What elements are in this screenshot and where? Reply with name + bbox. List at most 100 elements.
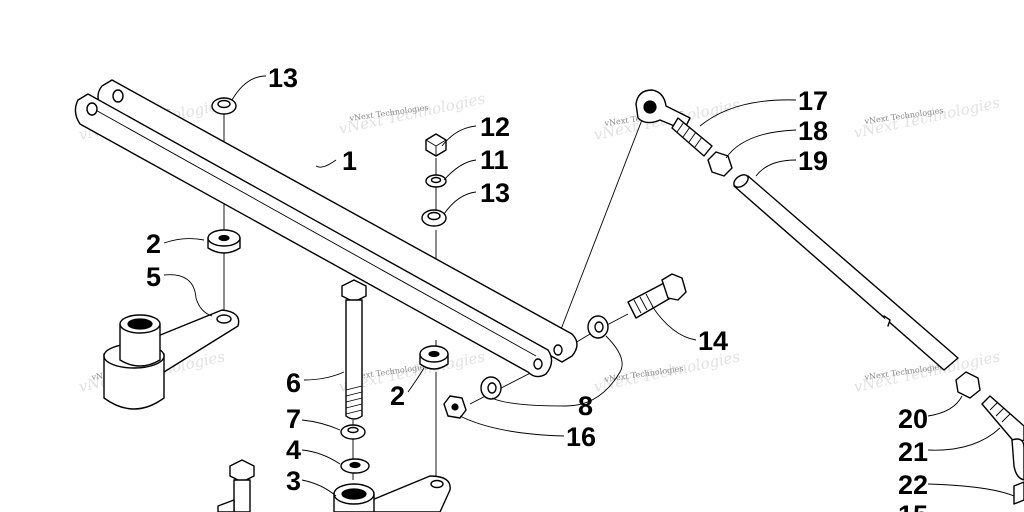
washer-inner [217,99,231,109]
pivot-arm [103,309,240,410]
tube-19 [733,174,959,371]
leader-2a [163,238,205,244]
part-edge [217,499,235,512]
bolt-head [229,459,255,483]
nut-12 [425,133,447,157]
arm-boss [119,323,161,367]
thread [694,136,703,148]
short-bolt [217,459,255,512]
bolt-head [661,273,687,301]
bolt-14 [627,273,687,319]
leader-8 [491,335,623,407]
spacer-2-left [207,229,241,254]
long-bar [74,79,578,378]
thread [633,299,642,314]
thread [345,403,363,409]
bar-hole [86,102,98,116]
callout-7: 7 [286,404,301,434]
callout-16: 16 [566,422,596,452]
rod-end-21 [981,395,1024,505]
bar-hole [533,358,543,370]
leader-2b [407,367,425,393]
thread [989,401,999,411]
arm-hole [216,314,232,324]
callout-3: 3 [286,466,301,496]
bar-back [97,79,578,363]
leader-4 [301,449,341,465]
leader-20 [927,395,963,417]
callout-21: 21 [898,437,928,467]
washer-7 [340,424,366,440]
callout-6: 6 [286,368,301,398]
leader-22 [927,483,1015,497]
washer-inner [427,211,441,221]
spacer-2-center [419,345,449,370]
thread [676,121,685,133]
leader-19 [755,159,797,177]
leader-7 [301,419,341,431]
callout-15: 15 [898,500,928,512]
thread [995,407,1005,417]
nut-body [955,371,981,399]
axis-line [606,313,629,326]
thread [639,296,648,311]
nut-hole [451,403,459,411]
callout-13: 13 [480,178,510,208]
washer-inner [594,321,604,333]
rod-end-17 [635,89,713,157]
nut-20 [955,371,981,399]
rod-end-eye [1011,438,1024,481]
callout-11: 11 [480,145,509,175]
callouts: 13 1 2 5 12 11 13 6 2 7 4 3 8 16 14 17 1… [146,63,928,512]
washer-8-back [587,315,609,339]
bar-hole [553,344,563,356]
bar-front [74,93,553,378]
tube-end [733,174,749,188]
washer-13 [211,97,237,115]
leader-13b [443,191,477,215]
nut-body [425,133,447,157]
thread [682,126,691,138]
callout-20: 20 [898,404,928,434]
leader-1 [315,159,337,168]
callout-5: 5 [146,262,161,292]
callout-4: 4 [286,435,301,465]
leader-14 [651,305,697,341]
leader-21 [927,427,1001,451]
callout-13: 13 [268,63,298,93]
bar-edge [91,107,537,357]
thread [345,409,363,415]
thread [345,391,363,397]
callout-22: 22 [898,470,928,500]
callout-8: 8 [578,391,593,421]
leader-13a [231,75,267,101]
thread [345,397,363,403]
washer-4 [340,458,370,474]
bolt-shank [233,479,251,512]
washer-inner [349,461,361,469]
callout-2: 2 [390,381,405,411]
nut-body [707,151,733,177]
long-bolt [341,279,367,420]
callout-2: 2 [146,229,161,259]
rod-end-body [1013,481,1024,505]
thread [345,385,363,391]
thread [1001,413,1011,423]
arm-plate [147,309,240,373]
arm-boss-hole [127,318,153,330]
tube-body [733,175,959,371]
leader-12 [441,125,477,147]
callout-12: 12 [480,112,510,142]
nut-18 [707,151,733,177]
bolt-head [341,279,367,303]
washer-13-center [421,209,447,227]
thread [645,293,654,308]
callout-14: 14 [698,326,728,356]
leader-18 [725,129,797,159]
leader-6 [303,371,345,381]
washer-8-front [480,376,502,400]
leader-16 [459,415,565,437]
thread [688,131,697,143]
arm-base [103,353,165,410]
